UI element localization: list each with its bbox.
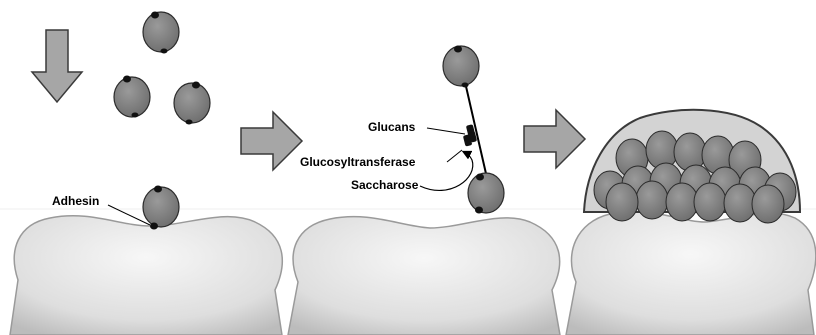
reaction-curved-arrow-icon bbox=[420, 153, 473, 190]
bacterium-attached-2 bbox=[468, 173, 504, 214]
bacterium-attached-1 bbox=[143, 186, 179, 230]
glucans-pointer bbox=[427, 128, 465, 134]
glucans-label: Glucans bbox=[368, 120, 416, 134]
down-arrow-icon bbox=[32, 30, 82, 102]
biofilm-cell bbox=[666, 183, 698, 221]
adhesin-label: Adhesin bbox=[52, 194, 99, 208]
saccharose-label: Saccharose bbox=[351, 178, 419, 192]
tooth-2 bbox=[288, 217, 560, 335]
glucosyltransferase-label: Glucosyltransferase bbox=[300, 155, 416, 169]
tooth-3 bbox=[566, 211, 816, 335]
biofilm bbox=[584, 110, 800, 223]
biofilm-cell bbox=[724, 184, 756, 222]
bacterium-floating-2 bbox=[114, 76, 150, 118]
biofilm-cell bbox=[674, 133, 706, 171]
tooth-1 bbox=[10, 216, 282, 335]
biofilm-cell bbox=[606, 183, 638, 221]
bacterium-floating-3 bbox=[174, 82, 210, 125]
bacterium-tethered bbox=[443, 46, 479, 88]
biofilm-cell bbox=[694, 183, 726, 221]
biofilm-cell bbox=[636, 181, 668, 219]
biofilm-cell bbox=[752, 185, 784, 223]
bacterium-floating-1 bbox=[143, 12, 179, 54]
right-arrow-icon-1 bbox=[241, 112, 302, 170]
glucosyltransferase-pointer bbox=[447, 150, 462, 162]
right-arrow-icon-2 bbox=[524, 110, 585, 168]
